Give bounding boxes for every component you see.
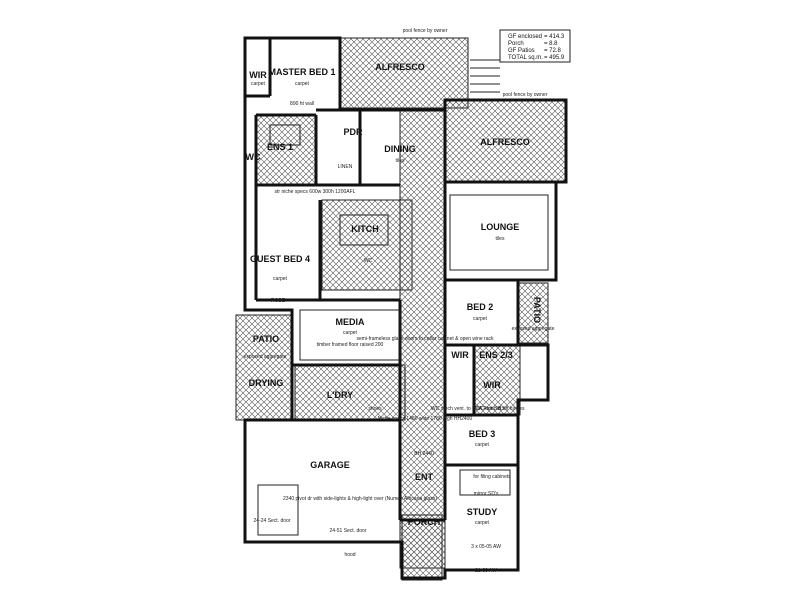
study-cabinet	[459, 469, 511, 496]
note-wc-door: WC door lift off hinges	[475, 406, 525, 412]
note-window-bottom: 3 x 05-05 AW	[471, 544, 501, 550]
legend-value-3: = 72.8	[544, 48, 562, 54]
note-bh2440: BH 2440	[414, 451, 434, 457]
note-exposed-right: exposed aggregate	[512, 326, 555, 332]
room-patio-left: PATIO	[253, 334, 279, 344]
room-media: MEDIA	[336, 317, 366, 327]
porch-area	[401, 514, 443, 581]
room-bed2-floor: carpet	[473, 316, 488, 322]
note-niche-top: str niche specs 600w 300h 1200AFL	[275, 189, 356, 195]
room-kitch: KITCH	[351, 224, 379, 234]
lounge-rug	[449, 194, 549, 271]
room-dining: DINING	[384, 144, 416, 154]
room-shoes: shoes	[368, 406, 382, 412]
room-guest-bed-floor: carpet	[273, 276, 288, 282]
room-alfresco-1: ALFRESCO	[375, 62, 425, 72]
ens23-tiles	[474, 344, 521, 416]
note-pool-fence-right: pool fence by owner	[503, 92, 548, 98]
note-exposed-left: exposed aggregate	[244, 354, 287, 360]
room-lounge: LOUNGE	[481, 222, 520, 232]
room-wir-bed2: WIR	[451, 350, 469, 360]
note-pivot-door: 2340 pivot dr with side-lights & high-li…	[283, 496, 437, 502]
room-ent: ENT	[415, 472, 434, 482]
master-wall-note: 890 ht wall	[290, 101, 314, 107]
legend-label-1: GF enclosed	[508, 34, 542, 40]
note-mirror: mirror SD's	[474, 491, 499, 497]
room-linen: LINEN	[338, 164, 353, 170]
note-aw-bottom: 21-09 AW	[475, 568, 497, 574]
room-wir-master: WIR	[249, 70, 267, 80]
room-porch: PORCH	[408, 517, 441, 527]
note-garage-door-2: 24-51 Sect. door	[330, 528, 367, 534]
room-pdr: PDR	[343, 127, 363, 137]
room-media-floor: carpet	[343, 330, 358, 336]
note-niche-entry: Niche specs 1480 wide 1780 high HH2400	[378, 416, 473, 422]
legend-label-4: TOTAL sq.m.	[508, 55, 543, 61]
room-wir-master-floor: carpet	[251, 81, 266, 87]
room-wir-bed3: WIR	[483, 380, 501, 390]
fixtures	[257, 59, 549, 536]
room-patio-right: PATIO	[532, 297, 542, 323]
room-ens23: ENS 2/3	[479, 350, 513, 360]
room-robe: ROBE	[271, 298, 286, 304]
area-legend: GF enclosed = 414.3 Porch = 8.8 GF Patio…	[499, 29, 571, 63]
room-bed2: BED 2	[467, 302, 494, 312]
note-media-floor: timber framed floor raised 200	[317, 342, 384, 348]
room-study: STUDY	[467, 507, 498, 517]
room-bed3: BED 3	[469, 429, 496, 439]
walls	[243, 36, 568, 580]
annotations: pool fence by owner pool fence by owner …	[244, 28, 555, 574]
legend-value-1: = 414.3	[544, 34, 565, 40]
room-alfresco-2: ALFRESCO	[480, 137, 530, 147]
room-garage: GARAGE	[310, 460, 350, 470]
note-filing: for filing cabinets	[473, 474, 511, 480]
room-labels: WIR carpet MASTER BED 1 carpet 890 ht wa…	[246, 62, 543, 527]
room-lounge-floor: tiles	[496, 236, 505, 242]
note-hood: hood	[344, 552, 355, 558]
legend-label-2: Porch	[508, 41, 524, 47]
bath-tub	[269, 124, 301, 146]
note-pool-fence-top: pool fence by owner	[403, 28, 448, 34]
room-dining-floor: tiles	[396, 158, 405, 164]
room-ldry: L'DRY	[327, 390, 353, 400]
legend-value-2: = 8.8	[544, 41, 558, 47]
note-wc-mech: WC mech vent. to BCA Part 3.8.5	[431, 406, 505, 412]
garage-bay	[257, 484, 299, 536]
room-drying: DRYING	[249, 378, 284, 388]
laundry-tiles	[294, 364, 406, 421]
alfresco-1-area	[339, 37, 469, 109]
note-media-glass: semi-frameless glass doors to cellar cab…	[356, 336, 494, 342]
kitchen-island	[339, 214, 389, 246]
room-study-floor: carpet	[475, 520, 490, 526]
alfresco-2-area	[445, 99, 567, 183]
room-master-bed: MASTER BED 1	[268, 67, 335, 77]
room-master-bed-floor: carpet	[295, 81, 310, 87]
legend-value-4: = 495.9	[544, 55, 565, 61]
room-wc-kitch: WC	[364, 258, 373, 264]
room-ens1: ENS 1	[267, 142, 293, 152]
patio-left-area	[235, 314, 293, 421]
room-guest-bed: GUEST BED 4	[250, 254, 310, 264]
media-platform	[299, 309, 401, 361]
note-garage-door-1: 24-24 Sect. door	[254, 518, 291, 524]
legend-label-3: GF Patios	[508, 48, 535, 54]
room-bed3-floor: carpet	[475, 442, 490, 448]
room-wc1: WC	[246, 152, 261, 162]
